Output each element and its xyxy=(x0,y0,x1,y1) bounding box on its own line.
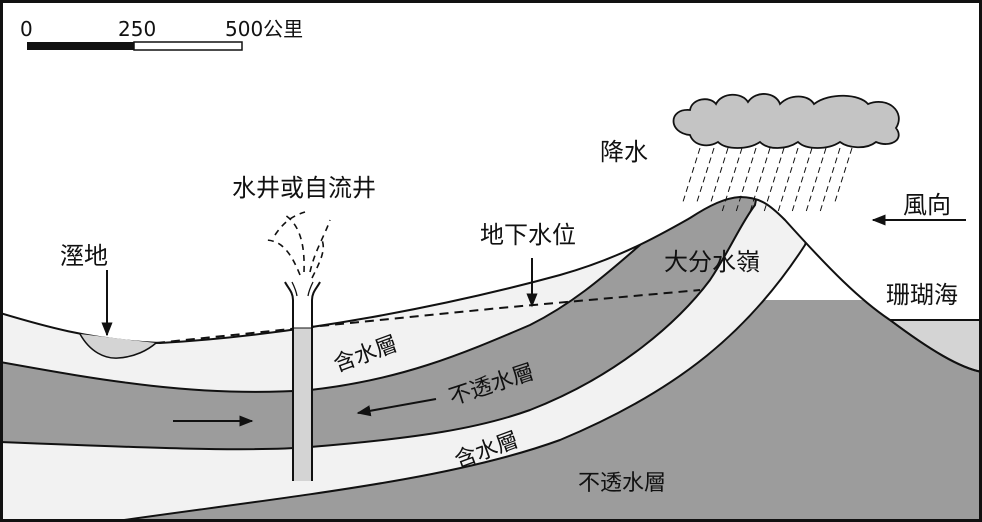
water-table-line xyxy=(155,289,701,344)
scale-bar: 0 250 500公里 xyxy=(20,17,303,51)
label-sea: 珊瑚海 xyxy=(886,281,958,309)
flow-arrow-left xyxy=(356,398,437,417)
cloud-icon xyxy=(672,93,900,149)
label-bottom-aquitard: 不透水層 xyxy=(578,471,666,496)
label-wetland: 溼地 xyxy=(60,242,108,270)
label-divide: 大分水嶺 xyxy=(664,248,760,276)
label-water-table: 地下水位 xyxy=(480,221,576,249)
rain-lines xyxy=(681,147,853,213)
label-wind: 風向 xyxy=(903,191,951,219)
wetland-pond xyxy=(79,333,157,359)
scale-tick-500: 500公里 xyxy=(225,17,303,41)
scale-tick-0: 0 xyxy=(20,17,33,41)
scale-tick-250: 250 xyxy=(118,17,156,41)
artesian-well xyxy=(264,211,331,481)
label-precipitation: 降水 xyxy=(600,138,648,166)
label-well: 水井或自流井 xyxy=(232,174,376,202)
